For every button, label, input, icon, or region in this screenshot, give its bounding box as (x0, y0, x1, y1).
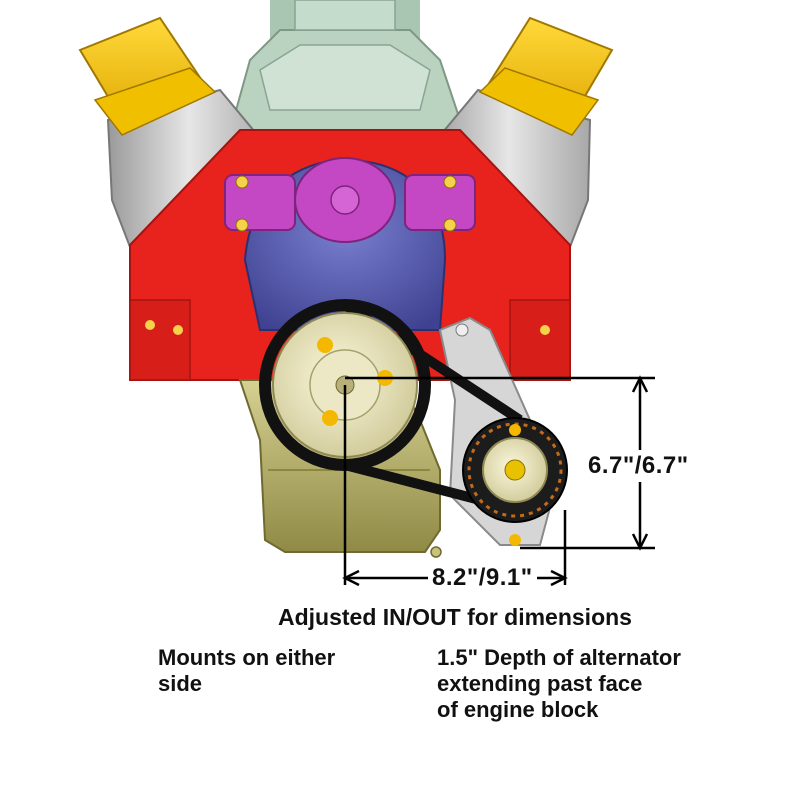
mounts-note-line1: Mounts on either (158, 645, 336, 670)
horizontal-dimension-label: 8.2"/9.1" (428, 564, 537, 592)
depth-note-line1: 1.5" Depth of alternator (437, 645, 681, 670)
mounts-note-line2: side (158, 671, 203, 696)
valve-cover-right (478, 16, 614, 136)
depth-note-line3: of engine block (437, 697, 599, 722)
vertical-dimension-label: 6.7"/6.7" (586, 450, 691, 482)
adjusted-note: Adjusted IN/OUT for dimensions (278, 604, 632, 630)
valve-cover-left (78, 16, 217, 136)
intake-manifold (223, 0, 472, 151)
depth-note: 1.5" Depth of alternator extending past … (437, 645, 681, 723)
dimension-lines (342, 375, 655, 587)
depth-note-line2: extending past face (437, 671, 643, 696)
mounts-note: Mounts on either side (158, 645, 335, 697)
water-pump (224, 157, 476, 243)
alternator (462, 417, 568, 546)
